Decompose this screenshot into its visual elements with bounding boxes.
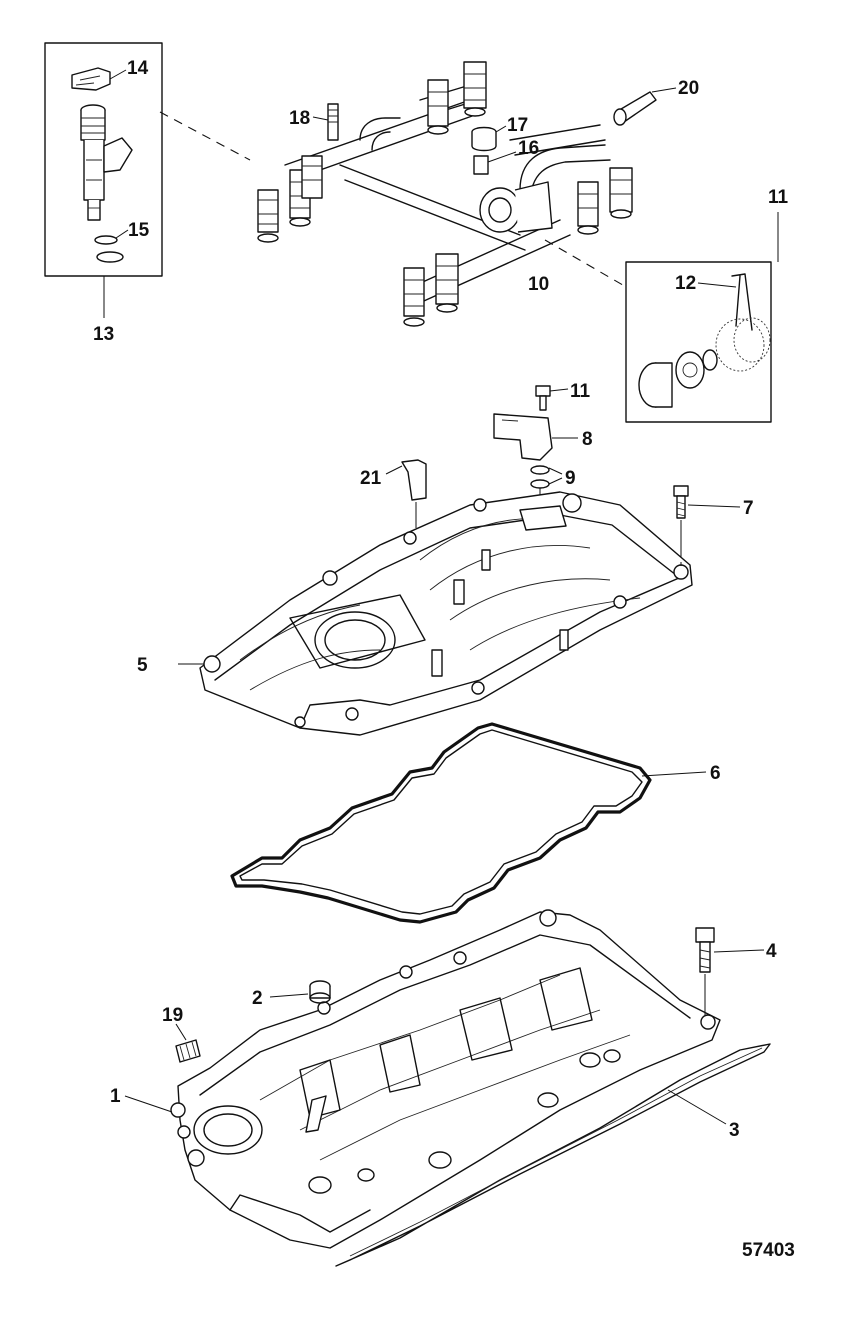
fuel-pressure-regulator-on-rail (479, 181, 553, 233)
callout-15: 15 (128, 220, 150, 241)
valley-gasket (335, 1043, 771, 1267)
callout-11-bolt: 11 (570, 381, 591, 402)
callout-16: 16 (518, 138, 539, 159)
injector-detail-inset (44, 42, 163, 318)
regulator-inset-frame (625, 261, 772, 423)
inset-connector-13 (159, 111, 251, 161)
pressure-regulator (638, 349, 718, 408)
callout-3: 3 (729, 1120, 740, 1141)
rail-injector-8 (403, 267, 425, 327)
callout-9: 9 (565, 468, 576, 489)
fuel-injector (80, 104, 133, 221)
callout-7: 7 (743, 498, 754, 519)
rail-injector-4 (427, 79, 449, 135)
inset-connector-11 (544, 239, 629, 289)
map-sensor-bolt (535, 385, 569, 411)
rail-injector-6 (577, 181, 599, 235)
regulator-housing-outline (715, 317, 771, 372)
callout-13: 13 (93, 324, 114, 345)
manifold-bolt (673, 485, 741, 562)
pipe-plug (269, 980, 331, 1004)
callout-6: 6 (710, 763, 721, 784)
rail-injector-3 (301, 155, 323, 199)
fuel-rail-assembly (257, 61, 633, 327)
rail-mount-stud (312, 103, 339, 141)
callout-5: 5 (137, 655, 148, 676)
retaining-clip (731, 273, 753, 331)
regulator-detail-inset (625, 212, 779, 423)
lower-intake-manifold (124, 909, 721, 1249)
injector-clip (71, 67, 111, 91)
rail-injector-7 (609, 167, 633, 219)
callout-10: 10 (528, 274, 549, 295)
rail-injector-1 (257, 189, 279, 243)
lower-manifold-bolt (695, 927, 765, 1016)
callout-18: 18 (289, 108, 310, 129)
map-sensor (493, 413, 578, 461)
sensor-o-rings (530, 465, 563, 489)
callout-19: 19 (162, 1005, 183, 1026)
callout-1: 1 (110, 1086, 121, 1107)
rail-injector-2 (289, 169, 311, 227)
callout-17: 17 (507, 115, 528, 136)
rail-injector-5 (463, 61, 487, 117)
callout-12: 12 (675, 273, 696, 294)
vacuum-fitting (385, 459, 427, 528)
figure-number: 57403 (742, 1240, 795, 1261)
callout-11-regulator: 11 (768, 187, 789, 208)
callout-21: 21 (360, 468, 382, 489)
callout-14: 14 (127, 58, 149, 79)
upper-intake-manifold (178, 491, 693, 736)
set-screw (175, 1023, 201, 1063)
callout-8: 8 (582, 429, 593, 450)
spacer (471, 125, 507, 152)
callout-20: 20 (678, 78, 699, 99)
schrader-valve (473, 151, 517, 175)
fuel-fitting (613, 87, 677, 126)
injector-o-rings (94, 235, 124, 263)
callout-4: 4 (766, 941, 777, 962)
callout-2: 2 (252, 988, 263, 1009)
rail-injector-9 (435, 253, 459, 313)
intake-gasket (230, 722, 707, 924)
